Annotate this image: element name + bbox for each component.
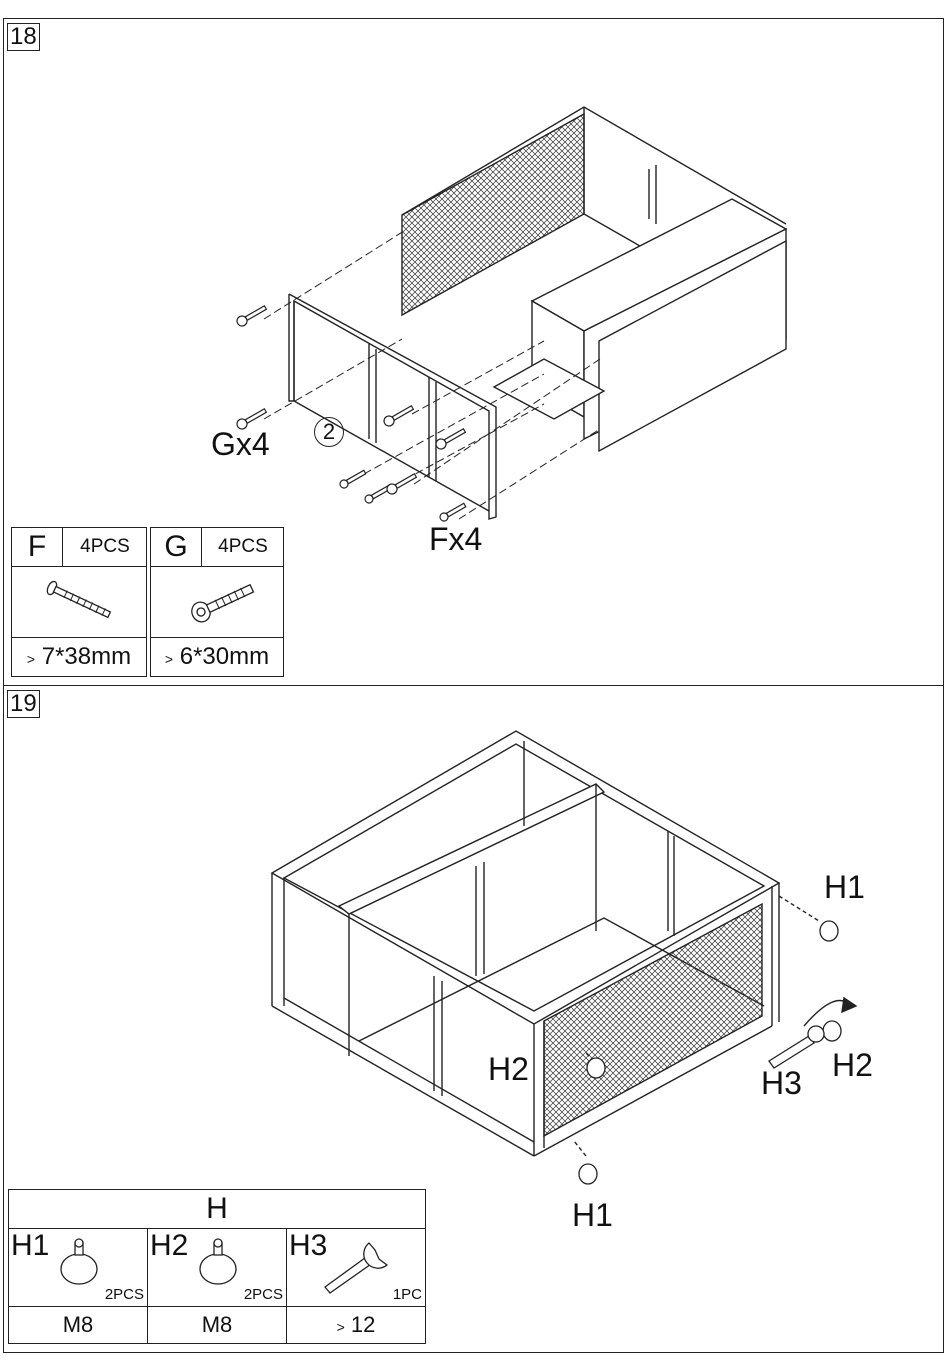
step-18-illustration (236, 106, 788, 522)
g-bolt-icon (191, 583, 255, 623)
wrench-icon (324, 1242, 389, 1294)
part-qty: 4PCS (218, 536, 268, 557)
step-19-panel: 19 (3, 685, 944, 1353)
h2-right-callout: H2 (832, 1047, 873, 1083)
h1-top-callout: H1 (824, 869, 865, 905)
part-card-g: G 4PCS > 6*30mm (150, 527, 284, 677)
g-screw-callout: Gx4 (211, 426, 270, 462)
size-prefix-icon: > (26, 651, 36, 667)
hardware-name: H3 (289, 1229, 328, 1262)
hardware-qty: 2PCS (104, 1286, 144, 1303)
step-number: 19 (7, 690, 40, 718)
hardware-cell-h2: H2 2PCS (148, 1229, 286, 1306)
h3-callout: H3 (761, 1065, 802, 1101)
part-size: 6*30mm (179, 643, 270, 670)
hardware-spec: M8 (148, 1306, 286, 1344)
hardware-cell-h3: H3 1PC (287, 1229, 425, 1306)
column-divider (286, 1229, 287, 1343)
hardware-spec: 12 (350, 1312, 376, 1337)
f-screw-callout: Fx4 (429, 521, 483, 557)
part-qty: 4PCS (80, 536, 130, 557)
table-title: H (9, 1190, 425, 1229)
cam-lock-icon (60, 1238, 98, 1285)
column-divider (147, 1229, 148, 1343)
hardware-name: H1 (11, 1229, 50, 1262)
step-number: 18 (7, 23, 40, 51)
part-card-f: F 4PCS > 7*38mm (11, 527, 147, 677)
part-letter: G (151, 528, 202, 566)
f-screw-icon (46, 580, 112, 619)
hardware-table-h: H H1 2PCS H2 2PCS H3 (8, 1189, 426, 1344)
hardware-cell-h1: H1 2PCS (9, 1229, 147, 1306)
hardware-spec: M8 (9, 1306, 147, 1344)
hardware-qty: 2PCS (243, 1286, 283, 1303)
part-letter: F (12, 528, 63, 566)
hardware-qty: 1PC (392, 1286, 422, 1303)
cam-lock-icon (199, 1238, 237, 1285)
hardware-spec-cell: > 12 (287, 1306, 425, 1344)
step-19-illustration (270, 730, 858, 1185)
mesh-panel (401, 112, 585, 317)
h2-left-callout: H2 (488, 1051, 529, 1087)
size-prefix-icon: > (336, 1319, 345, 1335)
part-size: 7*38mm (41, 643, 132, 670)
panel-ref-number: 2 (314, 417, 344, 447)
step-18-panel: 18 (3, 18, 944, 686)
size-prefix-icon: > (164, 651, 174, 667)
h1-bottom-callout: H1 (572, 1197, 613, 1233)
hardware-name: H2 (150, 1229, 189, 1262)
